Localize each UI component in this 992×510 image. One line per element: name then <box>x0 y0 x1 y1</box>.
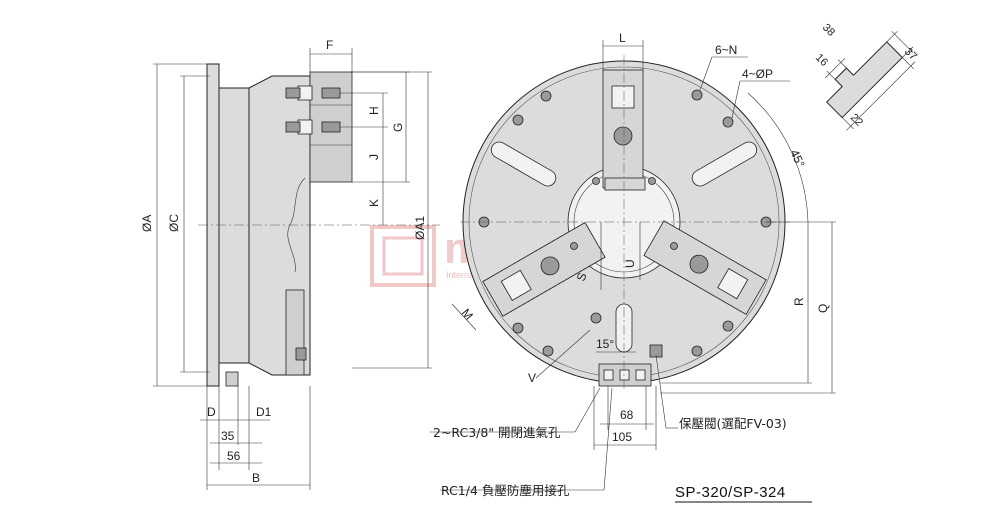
front-view: L 6~N 4~ØP 45° R Q S U M 15° V <box>430 31 836 498</box>
dim-J: J <box>367 154 381 160</box>
dim-dia-A: ØA <box>140 215 154 232</box>
dim-B: B <box>252 471 260 485</box>
dim-35: 35 <box>221 429 235 443</box>
dim-L: L <box>619 31 626 45</box>
slot-detail <box>825 31 916 131</box>
watermark-logo <box>370 225 436 287</box>
dim-16: 16 <box>813 52 830 69</box>
watermark-sub: International <box>446 270 496 280</box>
dim-dia-C: ØC <box>167 214 181 232</box>
dim-V: V <box>528 371 536 385</box>
dim-M: M <box>459 306 476 323</box>
dim-6-N: 6~N <box>715 43 737 57</box>
callout-air-ports: 2~RC3/8" 開閉進氣孔 <box>433 425 561 440</box>
dim-K: K <box>367 199 381 207</box>
dim-D1: D1 <box>256 405 272 419</box>
dim-D: D <box>207 405 216 419</box>
dim-38: 38 <box>820 22 837 39</box>
dim-68: 68 <box>620 408 634 422</box>
dim-Q: Q <box>816 304 830 313</box>
dim-dia-A1: ØA1 <box>413 216 427 240</box>
model-title: SP-320/SP-324 <box>675 484 786 501</box>
dim-105: 105 <box>612 430 632 444</box>
dim-15deg: 15° <box>596 337 614 351</box>
dim-H: H <box>367 106 381 115</box>
callout-valve: 保壓閥(選配FV-03) <box>679 416 787 431</box>
callout-dust-port: RC1/4 負壓防塵用接孔 <box>441 483 570 498</box>
dim-U: U <box>623 259 637 268</box>
dim-G: G <box>391 123 405 132</box>
dim-R: R <box>792 297 806 306</box>
side-view: ØA ØC ØA1 F H J G K <box>140 38 440 490</box>
dim-45deg: 45° <box>787 147 807 170</box>
dim-37: 37 <box>902 46 919 63</box>
dim-56: 56 <box>227 449 241 463</box>
dim-4-P: 4~ØP <box>742 67 773 81</box>
dim-F: F <box>326 38 333 52</box>
chuck-body <box>218 87 250 364</box>
